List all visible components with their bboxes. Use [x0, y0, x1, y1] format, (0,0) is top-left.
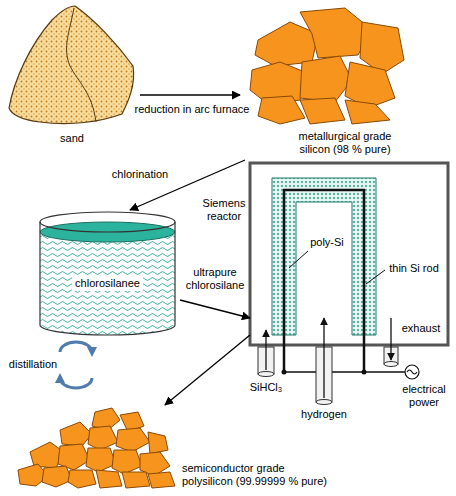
tank-wall	[40, 222, 175, 335]
silicon-chunk	[300, 56, 352, 102]
polysilicon-chunk	[148, 472, 175, 488]
process-stage: metallurgical grade silicon (98 % pure)	[240, 4, 450, 160]
process-stage: sand	[8, 4, 140, 150]
part-label: distillation	[9, 358, 57, 371]
flow-arrow	[130, 160, 245, 210]
sand-heap	[9, 6, 134, 124]
pipe-end	[316, 400, 332, 405]
stage-label: metallurgical grade silicon (98 % pure)	[289, 130, 401, 156]
step-label: chlorination	[110, 168, 170, 181]
part-label: electrical power	[399, 383, 449, 409]
sand-outline	[9, 6, 134, 124]
poly-si-deposit	[272, 178, 376, 335]
wire-dot	[362, 370, 367, 375]
tank-rim	[40, 212, 175, 232]
process-stage: semiconductor grade polysilicon (99.9999…	[15, 405, 335, 492]
chlorosilane-tank	[40, 212, 175, 335]
pipe-end	[384, 362, 398, 367]
polysilicon-chunk	[68, 470, 96, 488]
process-stage: chlorosilanee	[35, 210, 180, 337]
tank-liquid	[40, 232, 175, 335]
leader-line	[289, 251, 308, 268]
polysilicon-chunk	[88, 426, 118, 450]
gas-flow-arrow	[265, 330, 266, 370]
step-label: reduction in arc furnace	[133, 103, 252, 116]
stage-label: chlorosilanee	[72, 276, 143, 291]
silicon-chunks	[250, 8, 404, 124]
polysilicon-chunk	[42, 466, 72, 487]
ac-source-symbol	[405, 365, 419, 379]
polysilicon-chunk	[116, 428, 150, 452]
wire-dot	[282, 370, 287, 375]
stage-label: semiconductor grade polysilicon (99.9999…	[182, 462, 332, 488]
polysilicon-chunk	[112, 450, 142, 474]
leader-line	[366, 270, 385, 284]
flow-arrow	[165, 335, 250, 405]
part-label: SiHCl₃	[250, 381, 283, 394]
siemens-reactor	[250, 163, 448, 405]
polysilicon-chunk	[86, 448, 116, 472]
stage-label: Siemens reactor	[201, 197, 247, 223]
cycle-arrow	[60, 378, 92, 388]
flow-arrow	[180, 300, 250, 318]
polysilicon-chunk	[60, 422, 92, 446]
part-label: hydrogen	[301, 408, 347, 421]
distillation-cycle	[60, 342, 92, 388]
sand-crack	[67, 8, 96, 122]
flow-arrow	[140, 94, 240, 95]
silicon-chunk	[300, 98, 345, 124]
polysilicon-chunks	[18, 408, 175, 488]
power-wire	[284, 371, 405, 372]
cycle-arrow	[60, 342, 92, 352]
part-label: poly-Si	[310, 236, 344, 249]
gas-flow-arrow	[323, 318, 324, 398]
ac-wave	[407, 370, 417, 374]
gas-flow-arrow	[390, 318, 391, 360]
part-label: exhaust	[402, 322, 441, 335]
process-stage: Siemens reactor	[250, 163, 448, 345]
step-label: ultrapure chlorosilane	[182, 266, 248, 292]
silicon-chunk	[258, 96, 305, 124]
pipe-end	[258, 372, 274, 377]
part-label: thin Si rod	[389, 262, 439, 275]
polysilicon-chunk	[122, 472, 150, 488]
polysilicon-chunk	[96, 470, 122, 488]
polysilicon-chunk	[148, 432, 168, 454]
silicon-chunk	[345, 100, 390, 124]
stage-label: sand	[60, 132, 84, 145]
